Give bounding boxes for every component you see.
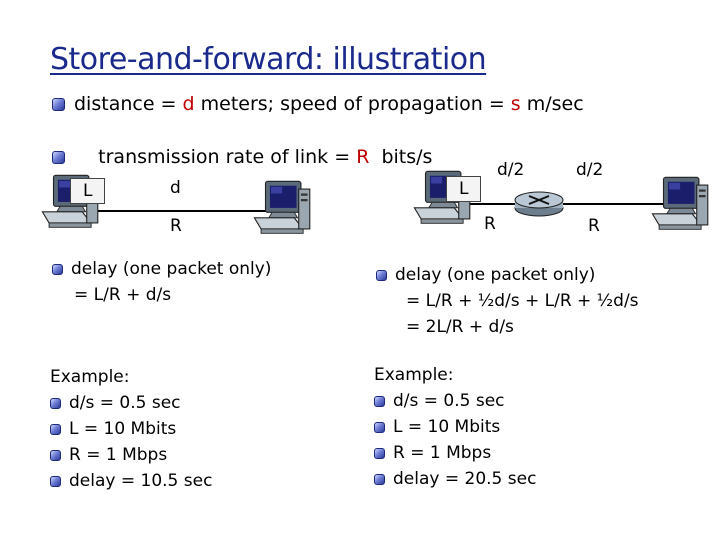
list-item: d/s = 0.5 sec [50, 390, 212, 416]
example-item-text: d/s = 0.5 sec [393, 391, 505, 411]
packet-label: L [446, 176, 482, 202]
bullet-distance: distance = d meters; speed of propagatio… [52, 93, 584, 115]
delay-title: delay (one packet only) [395, 265, 596, 285]
bullet-icon [52, 150, 65, 164]
bullet-distance-text: distance = d meters; speed of propagatio… [74, 93, 584, 115]
bullet-icon [50, 475, 61, 487]
example-left: Example: d/s = 0.5 sec L = 10 Mbits R = … [50, 364, 212, 494]
example-item-text: R = 1 Mbps [393, 443, 492, 463]
bullet-icon [50, 397, 61, 409]
rate-label: R [170, 216, 182, 236]
bullet-icon [374, 421, 385, 433]
text-part-highlight: d [182, 93, 195, 115]
distance-label-1: d/2 [497, 160, 525, 180]
bullet-rate: transmission rate of link = R bits/s [52, 124, 432, 190]
bullet-icon [374, 447, 385, 459]
bullet-icon [50, 423, 61, 435]
text-part: transmission rate of link = [98, 146, 357, 168]
text-part-highlight: s [510, 93, 521, 115]
bullet-icon [376, 269, 387, 281]
text-part: m/sec [520, 93, 584, 115]
bullet-icon [52, 263, 63, 275]
example-item-text: L = 10 Mbits [393, 417, 501, 437]
example-item-text: d/s = 0.5 sec [69, 393, 181, 413]
example-item-text: R = 1 Mbps [69, 445, 168, 465]
delay-block-left: delay (one packet only) = L/R + d/s [52, 256, 271, 308]
text-part: bits/s [369, 146, 433, 168]
list-item: d/s = 0.5 sec [374, 388, 536, 414]
bullet-icon [374, 473, 385, 485]
example-item-text: delay = 20.5 sec [393, 469, 537, 489]
list-item: delay = 20.5 sec [374, 466, 536, 492]
packet-label: L [70, 178, 106, 204]
example-right: Example: d/s = 0.5 sec L = 10 Mbits R = … [374, 362, 536, 492]
link-line [90, 210, 270, 212]
rate-label-2: R [588, 216, 600, 236]
example-title: Example: [374, 365, 454, 385]
delay-formula-2: = 2L/R + d/s [406, 317, 514, 337]
example-item-text: delay = 10.5 sec [69, 471, 213, 491]
delay-formula-1: = L/R + ½d/s + L/R + ½d/s [406, 291, 639, 311]
list-item: L = 10 Mbits [50, 416, 212, 442]
bullet-icon [374, 395, 385, 407]
list-item: R = 1 Mbps [374, 440, 536, 466]
delay-title: delay (one packet only) [71, 259, 272, 279]
list-item: L = 10 Mbits [374, 414, 536, 440]
delay-formula: = L/R + d/s [74, 285, 172, 305]
example-item-text: L = 10 Mbits [69, 419, 177, 439]
example-title: Example: [50, 367, 130, 387]
text-part: meters; speed of propagation = [194, 93, 511, 115]
router-icon [514, 191, 564, 217]
list-item: delay = 10.5 sec [50, 468, 212, 494]
list-item: R = 1 Mbps [50, 442, 212, 468]
link-line [470, 203, 670, 205]
distance-label: d [170, 178, 181, 198]
bullet-rate-text: transmission rate of link = R bits/s [74, 124, 432, 190]
text-part: distance = [74, 93, 183, 115]
page-title: Store-and-forward: illustration [50, 42, 487, 77]
delay-block-right: delay (one packet only) = L/R + ½d/s + L… [376, 262, 639, 340]
distance-label-2: d/2 [576, 160, 604, 180]
bullet-icon [50, 449, 61, 461]
bullet-icon [52, 97, 65, 111]
rate-label-1: R [484, 214, 496, 234]
text-part-highlight: R [356, 146, 370, 168]
host-right-receiver [651, 176, 709, 230]
host-left-receiver [253, 180, 311, 234]
